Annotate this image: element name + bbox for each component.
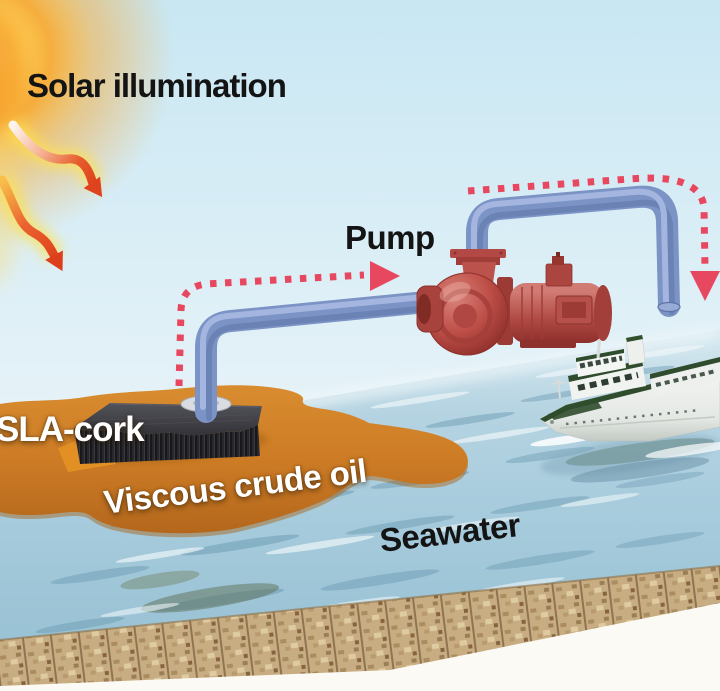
solar-arrow-2-head (45, 250, 63, 272)
cork-board-edge (0, 565, 720, 686)
pumping-flow-dotted-arrows (175, 174, 720, 387)
solar-arrow-1-head (83, 176, 103, 198)
pump-label: Pump (345, 219, 435, 256)
solar-arrow-2 (0, 175, 60, 262)
centrifugal-pump-icon (416, 249, 612, 356)
solar-illumination-label: Solar illumination (27, 67, 287, 104)
pipe-outlet-end (657, 301, 681, 313)
oil-recovery-pipe (195, 185, 681, 423)
flow-arrow-into-pump (175, 261, 400, 387)
flow-arrow-discharge (467, 174, 720, 301)
sla-cork-absorber-block (58, 395, 268, 472)
solar-arrow-1 (8, 120, 98, 189)
research-vessel-icon (539, 310, 720, 442)
sla-cork-label: SLA-cork (0, 410, 145, 449)
solar-radiation-arrows (0, 119, 103, 272)
